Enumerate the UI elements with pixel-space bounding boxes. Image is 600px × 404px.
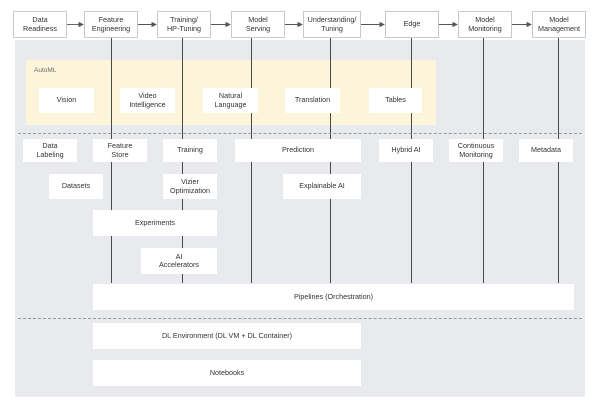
service-metadata: Metadata [519,139,573,162]
service-label: Pipelines (Orchestration) [293,291,374,301]
stage-feature-engineering: Feature Engineering [84,11,138,38]
service-ai-accelerators: AI Accelerators [141,248,217,274]
service-label: Data Labeling [36,141,64,159]
automl-item-label: Natural Language [214,91,247,109]
stage-label: Feature Engineering [91,15,131,33]
service-training: Training [163,139,217,162]
stage-model-monitoring: Model Monitoring [458,11,512,38]
stage-label: Model Serving [245,15,271,33]
service-label: Datasets [61,181,91,191]
stage-understanding-tuning: Understanding/ Tuning [303,11,361,38]
service-vizier-optimization: Vizier Optimization [163,174,217,199]
notebooks: Notebooks [93,360,361,386]
service-label: Hybrid AI [391,145,421,155]
stage-model-management: Model Management [532,11,586,38]
environment-label: DL Environment (DL VM + DL Container) [161,330,293,340]
service-label: Experiments [135,217,175,227]
stage-label: Model Monitoring [468,15,502,33]
automl-video-intelligence: Video Intelligence [120,88,175,113]
stage-data-readiness: Data Readiness [13,11,67,38]
automl-tables: Tables [369,88,422,113]
automl-title: AutoML [34,67,57,74]
automl-item-label: Translation [294,95,331,105]
service-label: Continuous Monitoring [457,141,495,159]
service-data-labeling: Data Labeling [23,139,77,162]
service-feature-store: Feature Store [93,139,147,162]
service-continuous-monitoring: Continuous Monitoring [449,139,503,162]
environment-label: Notebooks [209,367,245,377]
stage-label: Data Readiness [23,15,57,33]
stage-label: Understanding/ Tuning [307,15,357,33]
service-experiments: Experiments [93,210,217,236]
automl-item-label: Vision [56,95,77,105]
service-label: Explainable AI [299,181,345,191]
automl-natural-language: Natural Language [203,88,258,113]
stage-model-serving: Model Serving [231,11,285,38]
service-explainable-ai: Explainable AI [283,174,361,199]
service-label: Prediction [282,145,314,155]
stage-label: Model Management [538,15,580,33]
service-label: Feature Store [107,141,133,159]
automl-translation: Translation [285,88,340,113]
service-label: AI Accelerators [159,251,199,269]
service-prediction: Prediction [235,139,361,162]
section-divider [18,133,582,134]
service-pipelines: Pipelines (Orchestration) [93,284,574,310]
automl-item-label: Video Intelligence [129,91,166,109]
stage-label: Edge [403,19,421,29]
automl-vision: Vision [39,88,94,113]
section-divider [18,318,582,319]
service-hybrid-ai: Hybrid AI [379,139,433,162]
service-label: Vizier Optimization [170,177,210,195]
service-datasets: Datasets [49,174,103,199]
stage-edge: Edge [385,11,439,38]
dl-environment: DL Environment (DL VM + DL Container) [93,323,361,349]
automl-item-label: Tables [385,95,406,105]
stage-label: Training/ HP-Tuning [166,15,202,33]
stage-arrows [67,21,532,28]
service-label: Metadata [531,145,561,155]
service-label: Training [177,145,203,155]
stage-training-hp-tuning: Training/ HP-Tuning [157,11,211,38]
